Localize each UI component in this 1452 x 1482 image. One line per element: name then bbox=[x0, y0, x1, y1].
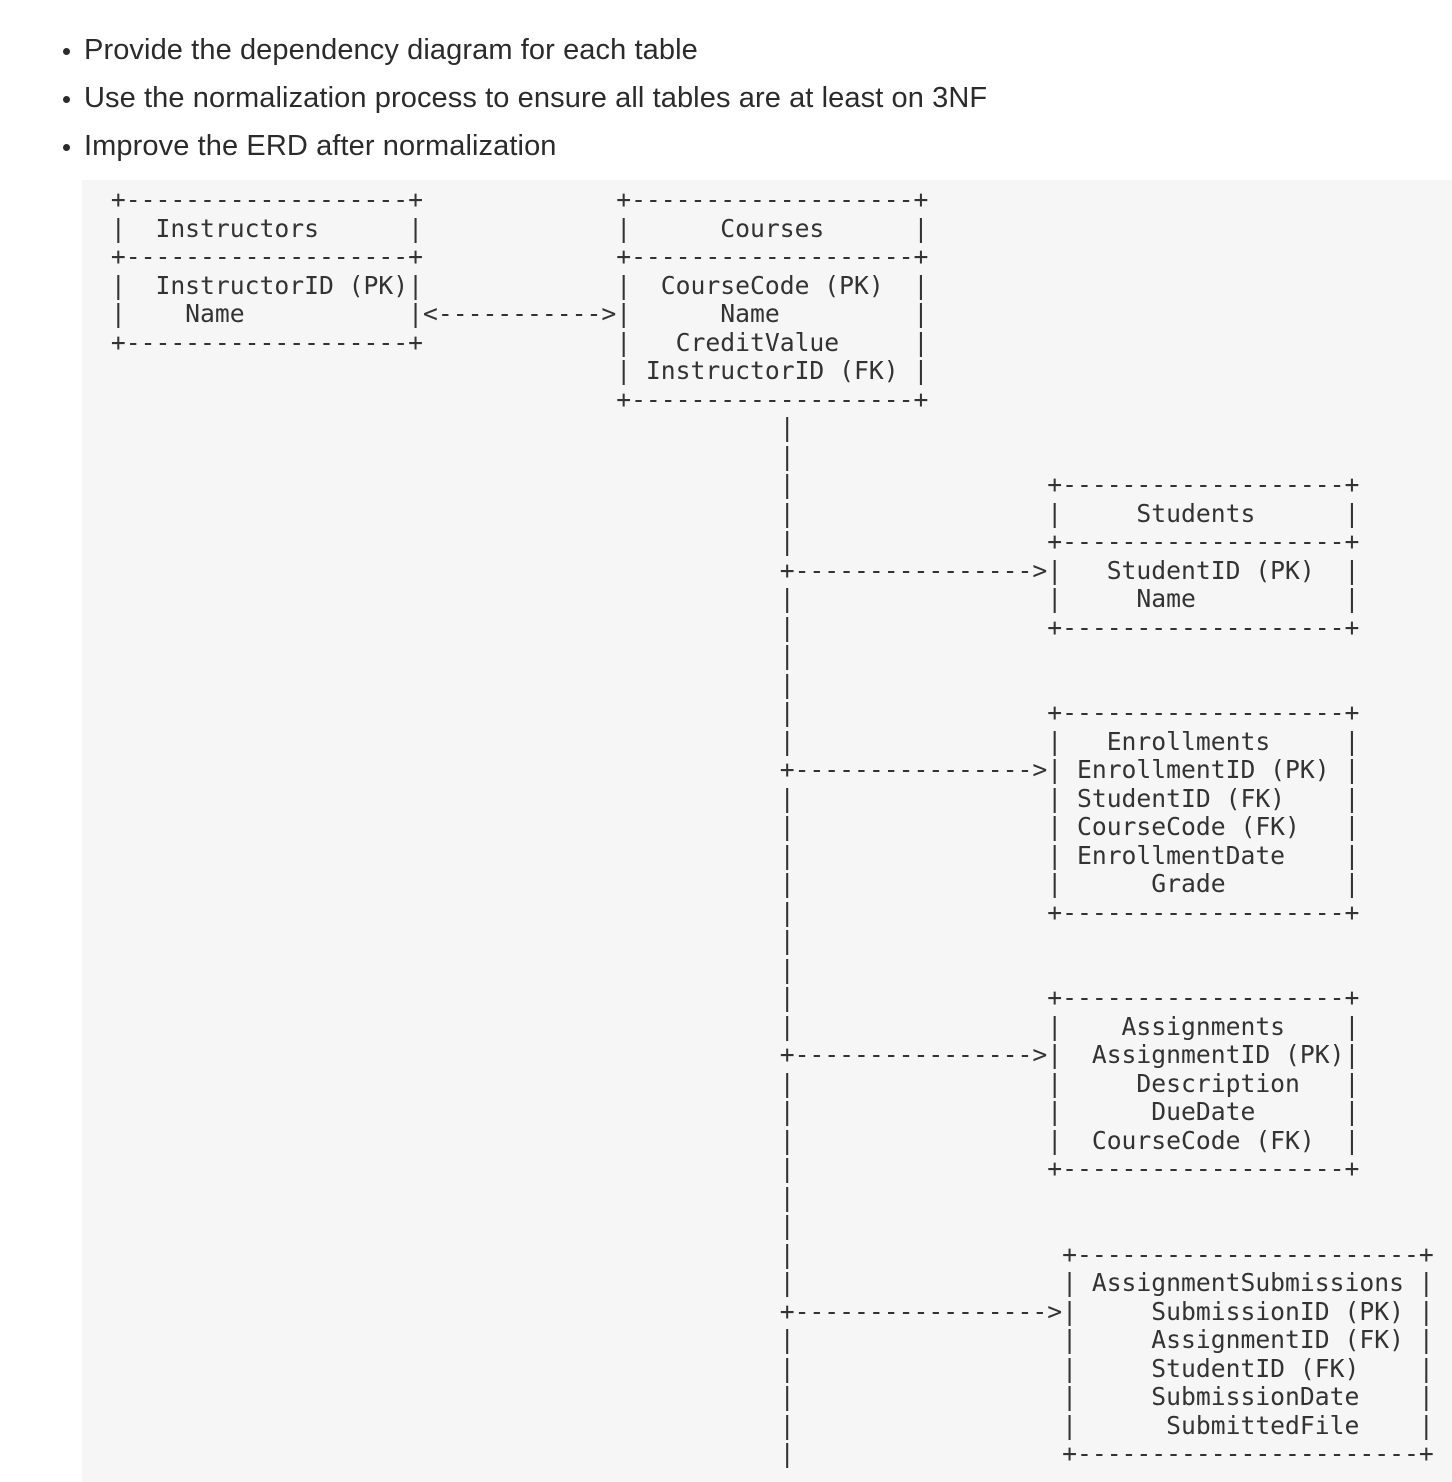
instructions-list: Provide the dependency diagram for each … bbox=[0, 36, 1452, 161]
instruction-item: Use the normalization process to ensure … bbox=[84, 84, 1452, 113]
instruction-item: Improve the ERD after normalization bbox=[84, 132, 1452, 161]
code-block: +-------------------+ +-----------------… bbox=[82, 180, 1452, 1482]
instruction-item: Provide the dependency diagram for each … bbox=[84, 36, 1452, 65]
erd-ascii-diagram: +-------------------+ +-----------------… bbox=[110, 185, 1434, 1468]
